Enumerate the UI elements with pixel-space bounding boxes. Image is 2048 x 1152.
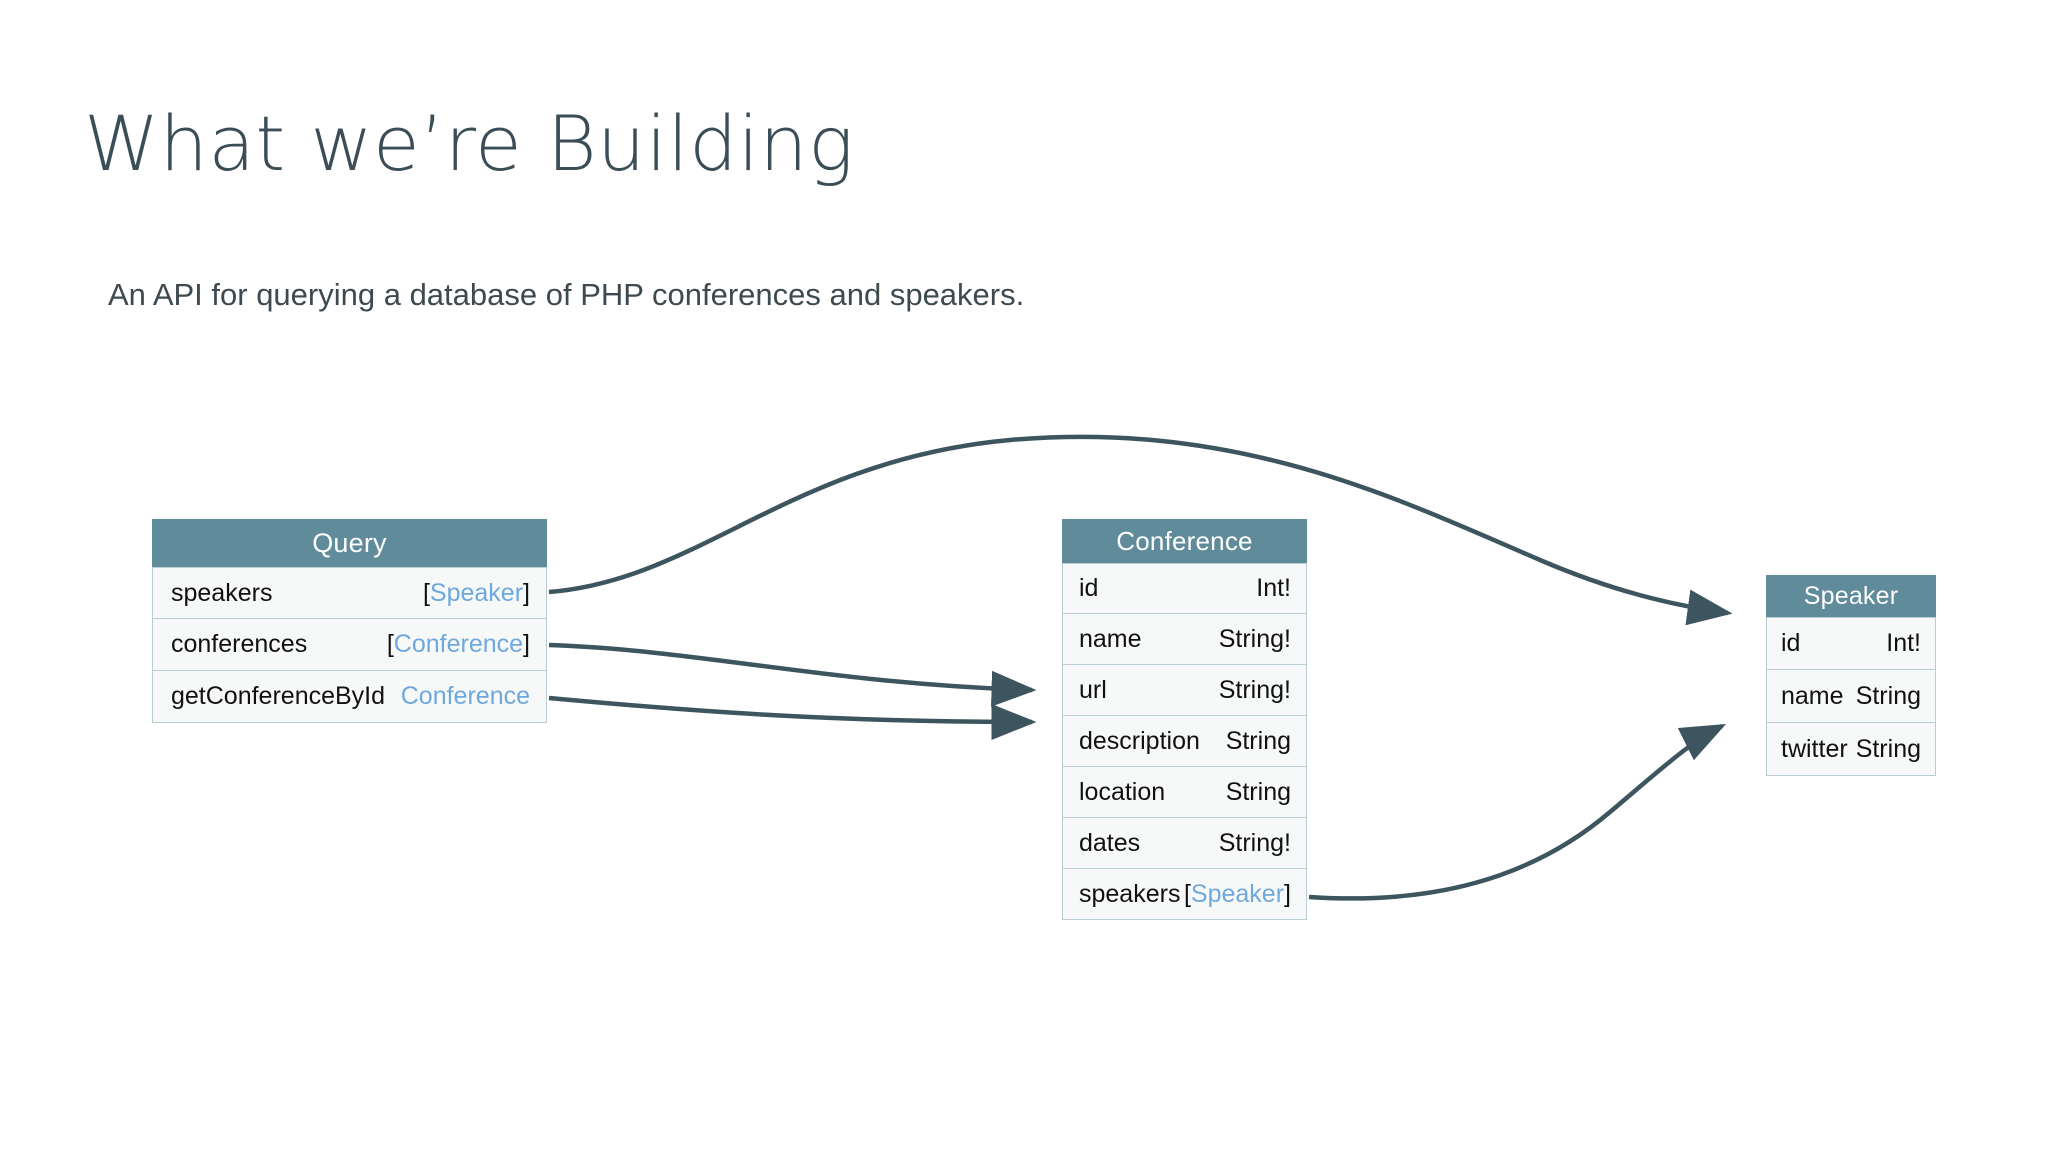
field-type: String! [1218,828,1291,857]
field-type: Int! [1256,574,1291,602]
type-reference[interactable]: Speaker [429,578,524,607]
bracket-open: [ [422,578,430,607]
field-name: getConferenceById [171,682,386,710]
field-name: description [1079,726,1200,755]
field-name: location [1079,777,1166,806]
field-name: id [1781,629,1801,657]
bracket-open: [ [1183,879,1191,908]
bracket-close: ] [523,578,530,607]
entity-conference-title: Conference [1062,519,1307,563]
field-name: speakers [1079,879,1181,908]
entity-speaker-fields: id Int! name String twitter String [1766,617,1936,776]
field-row-query-speakers[interactable]: speakers [Speaker] [152,567,547,619]
edge-query-conferences-to-conference [548,642,1037,707]
entity-speaker-title: Speaker [1766,575,1936,617]
field-name: id [1079,574,1099,602]
field-row-query-conferences[interactable]: conferences [Conference] [152,619,547,671]
type-reference[interactable]: Speaker [1190,879,1285,908]
field-type: [Speaker] [423,579,530,608]
field-name: name [1079,624,1142,653]
field-name: conferences [171,630,308,658]
field-type: [Conference] [387,630,530,659]
field-row-conference-description[interactable]: description String [1062,716,1307,767]
bracket-open: [ [386,630,394,658]
field-row-conference-id[interactable]: id Int! [1062,563,1307,614]
field-row-conference-speakers[interactable]: speakers [Speaker] [1062,869,1307,920]
field-name: name [1781,681,1844,710]
field-type: String! [1218,675,1291,704]
field-row-query-getconferencebyid[interactable]: getConferenceById Conference [152,671,547,723]
entity-query[interactable]: Query speakers [Speaker] conferences [Co… [152,519,547,723]
field-type: String [1855,734,1921,763]
field-type: Int! [1886,629,1921,657]
field-type: String! [1218,624,1291,653]
type-reference[interactable]: Conference [393,630,524,658]
entity-speaker[interactable]: Speaker id Int! name String twitter Stri… [1766,575,1936,776]
field-row-speaker-name[interactable]: name String [1766,670,1936,723]
field-type: String [1225,726,1291,755]
bracket-close: ] [523,630,530,658]
edge-query-getconferencebyid-to-conference [548,695,1037,740]
edge-conference-speakers-to-speaker [1308,723,1727,901]
field-row-conference-url[interactable]: url String! [1062,665,1307,716]
field-name: twitter [1781,734,1848,763]
entity-query-title: Query [152,519,547,567]
field-row-conference-name[interactable]: name String! [1062,614,1307,665]
field-type: String [1855,681,1921,710]
type-reference[interactable]: Conference [400,682,530,710]
field-row-speaker-twitter[interactable]: twitter String [1766,723,1936,776]
field-row-speaker-id[interactable]: id Int! [1766,617,1936,670]
field-row-conference-dates[interactable]: dates String! [1062,818,1307,869]
field-row-conference-location[interactable]: location String [1062,767,1307,818]
field-name: dates [1079,828,1141,857]
field-type: [Speaker] [1184,880,1291,909]
page-subtitle: An API for querying a database of PHP co… [108,277,1025,312]
page-title: What we’re Building [84,99,855,188]
entity-conference[interactable]: Conference id Int! name String! url Stri… [1062,519,1307,920]
entity-conference-fields: id Int! name String! url String! descrip… [1062,563,1307,920]
field-type: String [1225,777,1291,806]
entity-query-fields: speakers [Speaker] conferences [Conferen… [152,567,547,723]
field-name: url [1079,675,1107,704]
field-type: Conference [401,682,530,711]
bracket-close: ] [1284,879,1291,908]
field-name: speakers [171,578,273,607]
